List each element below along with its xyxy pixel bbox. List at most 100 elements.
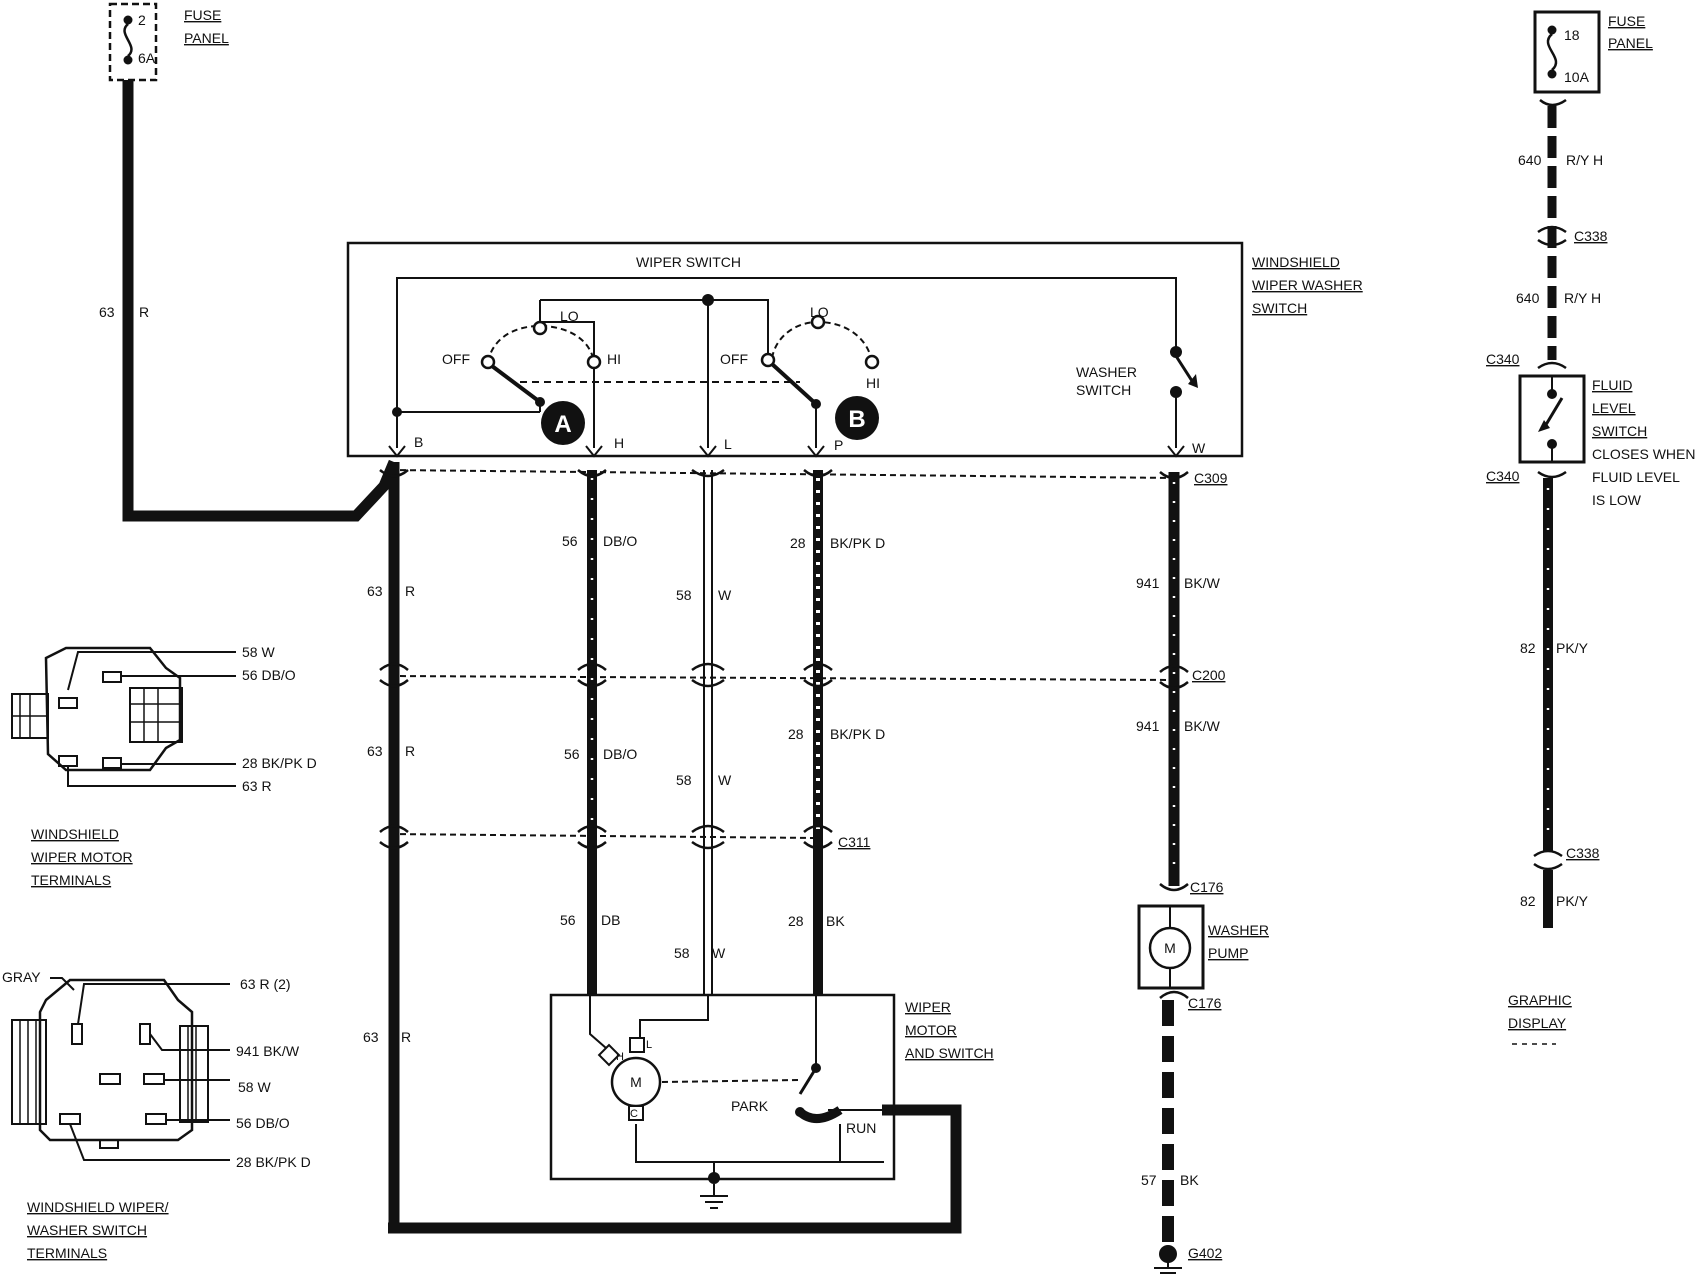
wire-640-seg1-circuit: 640 [1518,152,1542,168]
fuse-left-number: 2 [138,12,146,28]
wire-28: 28 BK/PK D 28 BK/PK D 28 BK [788,470,885,996]
washer-pump: C176 M WASHER PUMP C176 [1137,879,1269,1011]
washer-pump-label-1: WASHER [1208,922,1269,938]
fuse-right-number: 18 [1564,27,1580,43]
graphic-display: GRAPHIC DISPLAY [1508,992,1572,1045]
wire-63-seg3-color: R [401,1029,411,1045]
wire-63-seg1-circuit: 63 [367,583,383,599]
wiper-motor-terminals: 58 W 56 DB/O 28 BK/PK D 63 R WINDSHIELD … [11,644,317,888]
connector-c200-dashes [389,675,1177,681]
wire-58-seg3-circuit: 58 [674,945,690,961]
wire-63-top-color: R [139,304,149,320]
motor-terminal-2: 56 DB/O [242,667,296,683]
wire-640-seg1-color: R/Y H [1566,152,1603,168]
section-b-letter: B [848,406,865,433]
connector-c340-bottom: C340 [1486,468,1520,484]
wire-941-seg1-circuit: 941 [1136,575,1160,591]
graphic-display-label-2: DISPLAY [1508,1015,1567,1031]
connector-c176-top: C176 [1190,879,1224,895]
section-a-off: OFF [442,351,470,367]
section-a-lo: LO [560,308,579,324]
wire-63-seg1-color: R [405,583,415,599]
connector-c309-dashes [389,469,1177,479]
wiper-motor-term-c: C [630,1108,638,1120]
switch-terminal-5: 28 BK/PK D [236,1154,311,1170]
pin-w: W [1192,440,1206,456]
wire-56-seg1-color: DB/O [603,533,637,549]
section-b-lo: LO [810,304,829,320]
wire-82-seg2-color: PK/Y [1556,893,1589,909]
motor-terminal-4: 63 R [242,778,272,794]
motor-terminal-1: 58 W [242,644,275,660]
washer-pump-label-2: PUMP [1208,945,1248,961]
wire-56-seg2-color: DB/O [603,746,637,762]
wire-57-color: BK [1180,1172,1199,1188]
wire-63-top-circuit: 63 [99,304,115,320]
section-a-hi: HI [607,351,621,367]
wire-57-circuit: 57 [1141,1172,1157,1188]
fluid-switch-note-3: IS LOW [1592,492,1642,508]
wire-58: 58 W 58 W 58 W [674,470,732,996]
fuse-left-label-1: FUSE [184,7,221,23]
pin-l: L [724,436,732,452]
wiper-motor-label-2: MOTOR [905,1022,957,1038]
switch-terminal-4: 56 DB/O [236,1115,290,1131]
wire-28-seg3-circuit: 28 [788,913,804,929]
wire-63: 63 R 63 R 63 R [363,462,962,1234]
fuse-panel-left: 2 6A FUSE PANEL [108,2,229,82]
wire-56: 56 DB/O 56 DB/O 56 DB [560,470,637,996]
connector-c338-bottom: C338 [1566,845,1600,861]
wire-941-seg2-circuit: 941 [1136,718,1160,734]
switch-terminals-title-2: WASHER SWITCH [27,1222,147,1238]
connector-brackets [379,468,1189,850]
switch-terminals-title-1: WINDSHIELD WIPER/ [27,1199,169,1215]
washer-pump-symbol: M [1164,940,1176,956]
wire-28-seg2-color: BK/PK D [830,726,885,742]
switch-terminals-title-3: TERMINALS [27,1245,107,1261]
section-a-letter: A [554,411,571,438]
connector-c311-dashes [389,833,817,839]
wire-56-seg3-circuit: 56 [560,912,576,928]
wiper-motor-term-h: H [616,1051,624,1063]
fuse-left-label-2: PANEL [184,30,229,46]
fluid-switch-note-1: CLOSES WHEN [1592,446,1695,462]
switch-pin-arrows [388,445,1185,458]
wire-56-seg1-circuit: 56 [562,533,578,549]
switch-terminal-2: 941 BK/W [236,1043,300,1059]
wiper-motor-label-3: AND SWITCH [905,1045,994,1061]
wiper-motor-park: PARK [731,1098,769,1114]
fuse-right-rating: 10A [1564,69,1590,85]
pin-h: H [614,435,624,451]
wire-58-seg3-color: W [712,945,726,961]
wire-941-seg1-color: BK/W [1184,575,1221,591]
wire-640-seg2-circuit: 640 [1516,290,1540,306]
motor-terminal-3: 28 BK/PK D [242,755,317,771]
wire-941: 941 BK/W 941 BK/W [1136,472,1221,886]
wire-58-seg2-circuit: 58 [676,772,692,788]
switch-terminal-1: 63 R (2) [240,976,291,992]
wiper-motor-run: RUN [846,1120,876,1136]
motor-terminals-title-1: WINDSHIELD [31,826,119,842]
washer-switch-label-1: WASHER [1076,364,1137,380]
wire-56-seg2-circuit: 56 [564,746,580,762]
graphic-display-label-1: GRAPHIC [1508,992,1572,1008]
pin-p: P [834,437,843,453]
wire-63-seg2-color: R [405,743,415,759]
connector-c200: C200 [1192,667,1226,683]
pin-b: B [414,434,423,450]
fluid-switch-label-1: FLUID [1592,377,1632,393]
connector-c340-top: C340 [1486,351,1520,367]
wire-28-seg1-circuit: 28 [790,535,806,551]
wire-57: 57 BK G402 [1141,1000,1222,1274]
section-b-off: OFF [720,351,748,367]
wiper-motor-term-l: L [646,1039,652,1051]
fuse-left-rating: 6A [138,50,156,66]
wiper-switch: WIPER SWITCH WINDSHIELD WIPER WASHER SWI… [346,241,1363,458]
switch-terminals: GRAY 63 R (2) 941 BK/W 58 W 56 DB/O 28 B… [2,969,311,1261]
section-b-hi: HI [866,375,880,391]
wire-56-seg3-color: DB [601,912,620,928]
motor-terminals-title-2: WIPER MOTOR [31,849,133,865]
wire-58-seg1-color: W [718,587,732,603]
wire-28-seg1-color: BK/PK D [830,535,885,551]
